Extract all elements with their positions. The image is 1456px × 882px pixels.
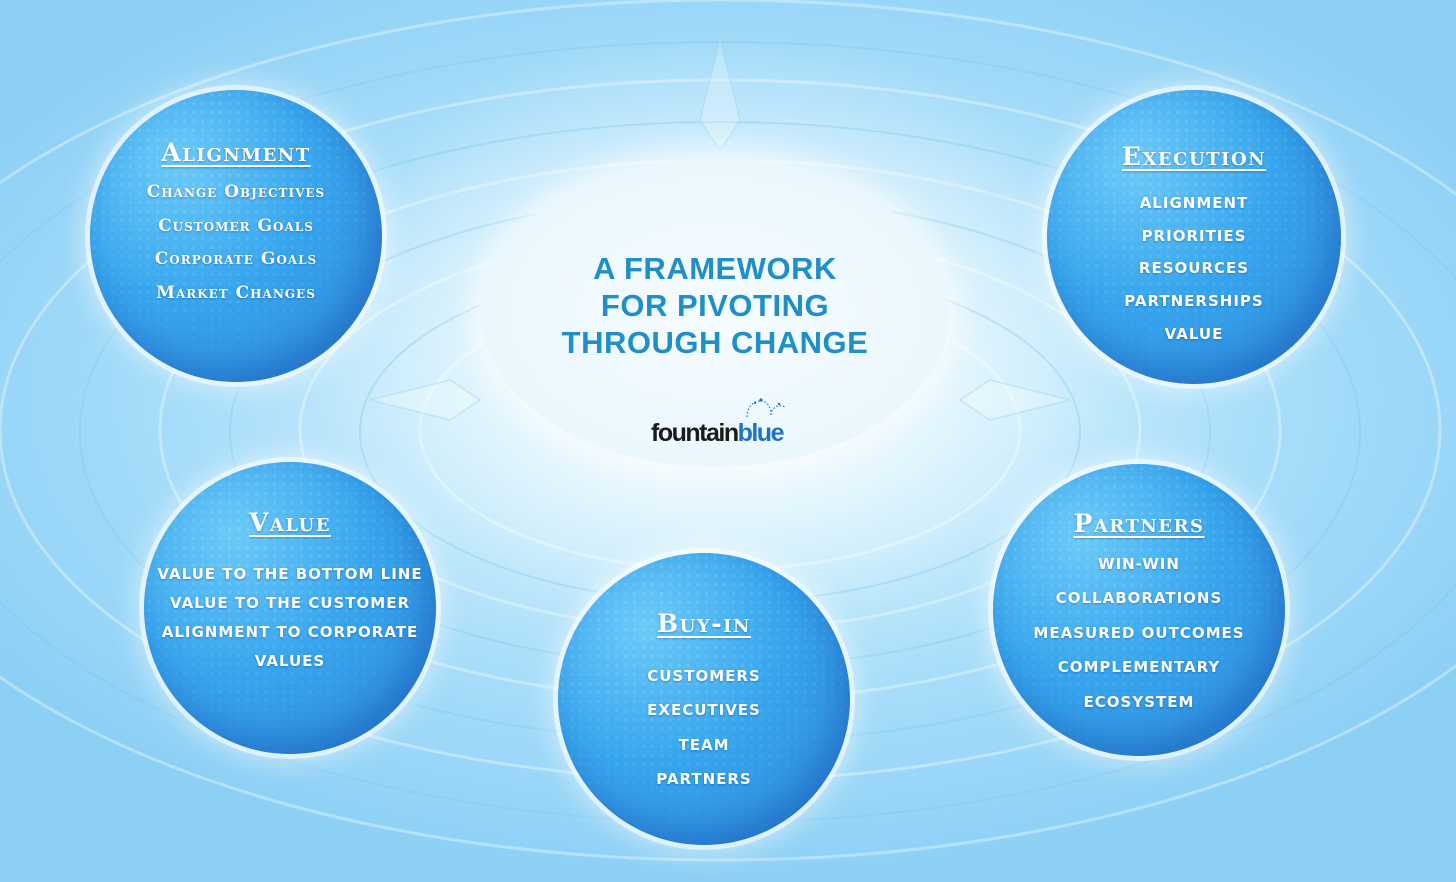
partners-bubble: Partners WIN-WIN COLLABORATIONS MEASURED… bbox=[993, 464, 1285, 756]
execution-list: ALIGNMENT PRIORITIES RESOURCES PARTNERSH… bbox=[1047, 187, 1341, 350]
list-item: VALUES bbox=[254, 652, 326, 670]
alignment-bubble: Alignment Change Objectives Customer Goa… bbox=[90, 90, 382, 382]
partners-heading: Partners bbox=[1073, 509, 1205, 538]
list-item: TEAM bbox=[678, 735, 730, 754]
water-drops-icon bbox=[746, 398, 786, 418]
buy-in-list: CUSTOMERS EXECUTIVES TEAM PARTNERS bbox=[558, 659, 850, 797]
logo-wordmark: fountainblue bbox=[651, 419, 785, 447]
list-item: VALUE TO THE BOTTOM LINE bbox=[157, 565, 423, 583]
title-line: FOR PIVOTING bbox=[600, 288, 830, 323]
title-line: A FRAMEWORK bbox=[593, 251, 837, 286]
list-item: VALUE TO THE CUSTOMER bbox=[169, 594, 411, 612]
list-item: Customer Goals bbox=[158, 215, 314, 236]
fountainblue-logo: fountainblue bbox=[651, 397, 791, 447]
list-item: PARTNERS bbox=[656, 770, 752, 789]
list-item: ALIGNMENT TO CORPORATE bbox=[161, 623, 419, 641]
buy-in-heading: Buy-in bbox=[657, 609, 751, 638]
center-oval: A FRAMEWORK FOR PIVOTING THROUGH CHANGE … bbox=[481, 159, 949, 467]
alignment-list: Change Objectives Customer Goals Corpora… bbox=[90, 176, 382, 310]
list-item: PRIORITIES bbox=[1141, 226, 1247, 245]
list-item: ECOSYSTEM bbox=[1083, 692, 1195, 711]
list-item: COLLABORATIONS bbox=[1055, 589, 1223, 608]
list-item: WIN-WIN bbox=[1098, 555, 1180, 573]
list-item: ALIGNMENT bbox=[1139, 194, 1249, 212]
execution-bubble: Execution ALIGNMENT PRIORITIES RESOURCES… bbox=[1047, 90, 1341, 384]
list-item: EXECUTIVES bbox=[647, 701, 761, 720]
logo-text-blue: blue bbox=[737, 419, 785, 447]
list-item: Change Objectives bbox=[146, 182, 326, 202]
alignment-heading: Alignment bbox=[161, 138, 311, 167]
list-item: VALUE bbox=[1164, 324, 1224, 343]
value-list: VALUE TO THE BOTTOM LINE VALUE TO THE CU… bbox=[144, 560, 436, 676]
list-item: Corporate Goals bbox=[154, 249, 318, 269]
execution-heading: Execution bbox=[1121, 142, 1267, 171]
list-item: RESOURCES bbox=[1138, 259, 1250, 278]
value-heading: Value bbox=[249, 508, 331, 537]
logo-text-fountain: fountain bbox=[651, 419, 739, 447]
buy-in-bubble: Buy-in CUSTOMERS EXECUTIVES TEAM PARTNER… bbox=[558, 553, 850, 845]
list-item: COMPLEMENTARY bbox=[1057, 658, 1221, 677]
value-bubble: Value VALUE TO THE BOTTOM LINE VALUE TO … bbox=[144, 462, 436, 754]
title-line: THROUGH CHANGE bbox=[561, 325, 869, 360]
list-item: Market Changes bbox=[156, 282, 316, 303]
list-item: PARTNERSHIPS bbox=[1124, 292, 1264, 311]
partners-list: WIN-WIN COLLABORATIONS MEASURED OUTCOMES… bbox=[993, 547, 1285, 719]
list-item: CUSTOMERS bbox=[647, 667, 761, 685]
page-title: A FRAMEWORK FOR PIVOTING THROUGH CHANGE bbox=[481, 250, 949, 361]
list-item: MEASURED OUTCOMES bbox=[1033, 623, 1245, 642]
